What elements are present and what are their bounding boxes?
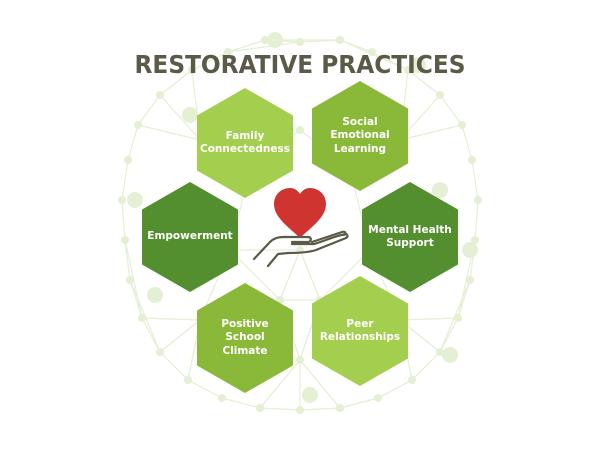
network-line	[127, 124, 139, 161]
network-line	[299, 359, 341, 409]
network-node	[458, 121, 466, 129]
network-line	[439, 94, 463, 126]
network-line	[137, 94, 161, 126]
network-line	[474, 199, 479, 241]
network-line	[399, 317, 459, 321]
network-node	[454, 314, 462, 322]
network-node	[127, 192, 143, 208]
network-node	[474, 196, 482, 204]
hex-label: Family Connectedness	[200, 129, 290, 155]
network-node	[121, 236, 129, 244]
network-line	[187, 379, 223, 399]
page-title: RESTORATIVE PRACTICES	[134, 50, 466, 79]
network-line	[461, 124, 473, 161]
network-node	[224, 48, 232, 56]
network-node	[471, 236, 479, 244]
network-node	[261, 36, 269, 44]
hex-peer-relationships: Peer Relationships	[312, 276, 408, 386]
network-line	[299, 249, 321, 301]
network-line	[407, 69, 441, 96]
network-line	[141, 317, 161, 353]
network-line	[471, 159, 479, 201]
network-line	[124, 239, 131, 281]
network-node	[218, 394, 226, 402]
network-line	[121, 199, 126, 241]
network-node	[466, 276, 474, 284]
network-node	[296, 126, 304, 134]
network-node	[462, 242, 478, 258]
network-line	[159, 69, 193, 96]
network-line	[299, 407, 341, 411]
network-line	[339, 397, 379, 409]
hex-label: Positive School Climate	[221, 318, 269, 357]
network-node	[336, 36, 344, 44]
network-line	[159, 94, 201, 141]
network-node	[296, 356, 304, 364]
network-node	[156, 91, 164, 99]
network-node	[368, 48, 376, 56]
network-node	[442, 347, 458, 363]
network-line	[227, 41, 301, 53]
network-node	[468, 156, 476, 164]
network-node	[147, 287, 163, 303]
network-node	[188, 66, 196, 74]
network-node	[126, 276, 134, 284]
hex-label: Empowerment	[147, 230, 233, 243]
hex-positive-school-climate: Positive School Climate	[197, 283, 293, 393]
network-line	[439, 317, 459, 353]
network-node	[118, 196, 126, 204]
network-node	[296, 406, 304, 414]
network-line	[411, 351, 441, 381]
network-node	[404, 66, 412, 74]
hand-icon	[252, 230, 349, 268]
network-line	[399, 124, 463, 141]
network-node	[410, 57, 426, 73]
hex-label: Peer Relationships	[319, 317, 401, 343]
network-node	[296, 38, 304, 46]
network-line	[121, 159, 129, 201]
network-node	[182, 107, 198, 123]
network-node	[336, 404, 344, 412]
heart-in-hand-icon	[252, 188, 349, 268]
network-node	[436, 348, 444, 356]
network-line	[259, 359, 301, 409]
hex-label: Mental Health Support	[368, 223, 452, 249]
network-line	[159, 351, 189, 381]
network-node	[374, 394, 382, 402]
network-line	[279, 249, 301, 301]
network-line	[319, 249, 371, 301]
network-node	[408, 376, 416, 384]
network-line	[377, 379, 413, 399]
network-node	[256, 404, 264, 412]
network-line	[259, 407, 301, 411]
network-node	[302, 387, 318, 403]
network-node	[184, 376, 192, 384]
network-line	[371, 51, 409, 71]
hex-label: Social Emotional Learning	[330, 116, 390, 155]
network-node	[432, 182, 448, 198]
network-line	[229, 249, 281, 301]
network-node	[436, 91, 444, 99]
network-node	[267, 32, 283, 48]
network-line	[227, 39, 266, 53]
network-line	[137, 124, 201, 141]
network-node	[124, 156, 132, 164]
network-node	[138, 314, 146, 322]
network-node	[156, 348, 164, 356]
heart-icon	[274, 188, 326, 238]
network-line	[191, 51, 229, 71]
network-line	[159, 319, 201, 353]
network-line	[221, 397, 261, 409]
network-line	[141, 317, 201, 321]
network-node	[134, 121, 142, 129]
